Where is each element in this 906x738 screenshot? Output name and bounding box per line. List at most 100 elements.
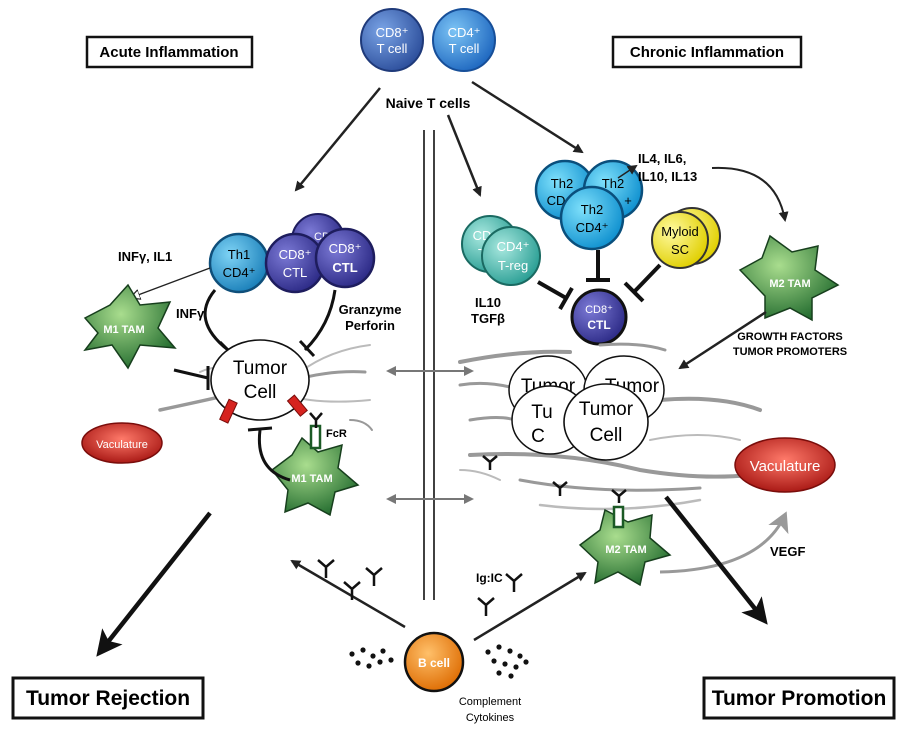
right-vasculature: Vaculature [734, 437, 836, 493]
chronic-inflammation-heading: Chronic Inflammation [611, 35, 803, 69]
infg-label: INFγ [176, 306, 205, 321]
svg-text:CD4⁺: CD4⁺ [448, 25, 481, 40]
tumor-receptor-right [286, 394, 308, 417]
svg-text:SC: SC [671, 242, 689, 257]
svg-text:CTL: CTL [283, 265, 308, 280]
inhibit-th1-to-tumor [203, 289, 229, 352]
arrow-th2-to-cytokines [617, 164, 638, 179]
svg-text:Cell: Cell [244, 382, 277, 403]
arrow-th1-to-m1tam [130, 267, 211, 298]
inhibit-m1tam-bottom [257, 429, 291, 482]
naive-cd8-t-cell: CD8⁺ T cell [360, 8, 424, 72]
svg-text:CD: CD [547, 193, 566, 208]
chronic-inflammation-text: Chronic Inflammation [630, 44, 784, 61]
svg-text:CD4⁺: CD4⁺ [497, 239, 530, 254]
svg-text:Vaculature: Vaculature [96, 439, 148, 451]
cytokines-label: Cytokines [466, 712, 515, 724]
infg-il1-label: INFγ, IL1 [118, 249, 172, 264]
right-cd8-ctl-cell: CD8⁺ CTL [570, 288, 628, 346]
tumor-promotion-heading: Tumor Promotion [702, 676, 896, 720]
inhibit-m1tam-to-tumor [173, 368, 209, 380]
tumor-rejection-heading: Tumor Rejection [11, 676, 205, 720]
m2-fcr-receptor [612, 505, 625, 529]
svg-text:CD4⁺: CD4⁺ [576, 220, 609, 235]
il10-label: IL10 [475, 295, 501, 310]
svg-text:Tumor: Tumor [233, 358, 288, 379]
m2-tam-top: M2 TAM [738, 234, 840, 322]
antibody-on-fcr [309, 412, 323, 428]
granzyme-label: Granzyme [339, 302, 402, 317]
arrow-naive-to-treg [446, 114, 482, 197]
igic-label: Ig:IC [476, 571, 503, 585]
svg-text:CD4⁺: CD4⁺ [223, 265, 256, 280]
arrow-bcell-to-m2tam [473, 571, 587, 642]
growth-factors-label: GROWTH FACTORS [737, 331, 843, 343]
svg-text:Th2: Th2 [581, 202, 603, 217]
svg-text:M2 TAM: M2 TAM [769, 278, 810, 290]
arrow-to-tumor-promotion [664, 495, 768, 625]
svg-text:C: C [531, 426, 545, 447]
inhibit-ctl-to-tumor [303, 289, 337, 352]
arrow-naive-to-th2 [471, 80, 584, 154]
b-cell: B cell [403, 631, 465, 693]
arrow-m2tam-to-tumor [678, 310, 767, 370]
inhibit-myeloid-to-ctl [632, 263, 662, 294]
fcr-receptor [309, 424, 322, 450]
svg-text:CD8⁺: CD8⁺ [376, 25, 409, 40]
vegf-label: VEGF [770, 544, 805, 559]
acute-inflammation-text: Acute Inflammation [99, 44, 238, 61]
cd8-ctl-front-cell: CD8⁺ CTL [314, 227, 376, 289]
tumor-promoters-label: TUMOR PROMOTERS [733, 346, 847, 358]
right-ecm-fibers [458, 342, 762, 511]
perforin-label: Perforin [345, 318, 395, 333]
svg-text:M1 TAM: M1 TAM [291, 473, 332, 485]
svg-text:M1 TAM: M1 TAM [103, 324, 144, 336]
svg-text:Cell: Cell [590, 425, 623, 446]
tumor-promotion-text: Tumor Promotion [712, 687, 887, 710]
right-antibodies [482, 455, 627, 503]
svg-text:Tu: Tu [531, 402, 552, 423]
m1-tam-bottom: M1 TAM [270, 436, 360, 517]
th1-cd4-cell: Th1 CD4⁺ [208, 232, 270, 294]
svg-text:CD8⁺: CD8⁺ [585, 304, 613, 316]
svg-text:T cell: T cell [449, 41, 480, 56]
svg-text:B cell: B cell [418, 656, 450, 670]
naive-cd4-t-cell: CD4⁺ T cell [432, 8, 496, 72]
m1-tam-top: M1 TAM [83, 283, 177, 370]
svg-text:Myloid: Myloid [661, 224, 699, 239]
acute-inflammation-heading: Acute Inflammation [85, 35, 254, 69]
arrow-bcell-to-left [290, 559, 406, 629]
svg-text:CD8⁺: CD8⁺ [329, 241, 362, 256]
cd4-treg-cell: CD4⁺ T-reg [481, 226, 541, 286]
myeloid-sc-cell: Myloid SC [651, 211, 709, 269]
complement-label: Complement [459, 696, 521, 708]
svg-text:CD8⁺: CD8⁺ [279, 247, 312, 262]
m2-tam-bottom: M2 TAM [578, 508, 672, 587]
svg-text:+: + [624, 193, 632, 208]
arrow-to-tumor-rejection [96, 511, 212, 657]
svg-text:Th1: Th1 [228, 247, 250, 262]
left-complement-dots [349, 647, 394, 669]
th2-cd4-cell: Th2 CD4⁺ [559, 185, 625, 251]
arrow-cytokines-to-m2tam [711, 166, 789, 222]
il4-il6-label: IL4, IL6, [638, 151, 686, 166]
svg-text:Vaculature: Vaculature [750, 458, 821, 475]
left-vasculature: Vaculature [81, 422, 163, 464]
right-tumor-cell-front: Tumor Cell [563, 383, 649, 461]
arrow-naive-to-acute [294, 87, 381, 192]
svg-text:CTL: CTL [587, 318, 610, 332]
svg-text:T-reg: T-reg [498, 258, 528, 273]
fcr-label: FcR [326, 428, 347, 440]
tumor-receptor-left [219, 398, 238, 424]
bottom-antibodies [317, 559, 523, 616]
svg-text:T cell: T cell [377, 41, 408, 56]
naive-t-cells-label: Naive T cells [386, 95, 471, 111]
svg-text:Th2: Th2 [551, 176, 573, 191]
arrow-m2tam-to-vasculature [659, 511, 789, 574]
svg-text:Tumor: Tumor [579, 399, 634, 420]
inhibit-treg-to-ctl [537, 280, 567, 300]
svg-text:M2 TAM: M2 TAM [605, 544, 646, 556]
il10-il13-label: IL10, IL13 [638, 169, 697, 184]
